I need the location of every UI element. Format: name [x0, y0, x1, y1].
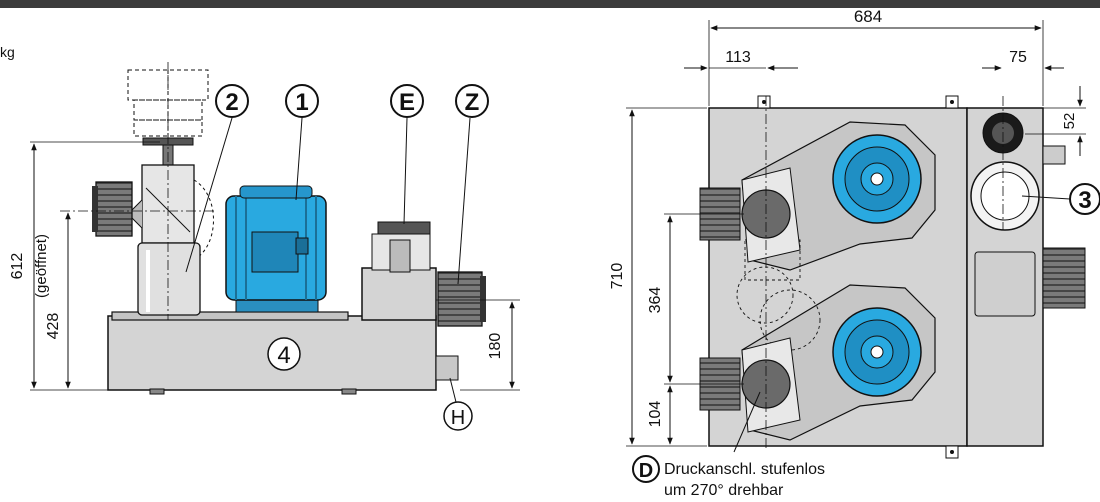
svg-text:E: E — [399, 89, 415, 116]
callout-2: 2 — [215, 84, 249, 118]
side-view — [30, 62, 520, 403]
right-flange — [1042, 247, 1086, 309]
svg-text:2: 2 — [225, 89, 238, 116]
svg-text:1: 1 — [295, 89, 308, 116]
callout-d: D — [632, 455, 660, 483]
dim-612: 612 — [9, 253, 26, 280]
check-valve-cylinder — [137, 242, 201, 316]
top-view — [626, 20, 1086, 459]
top-motor-1 — [832, 134, 922, 224]
callout-h: H — [443, 401, 473, 431]
dim-75: 75 — [1009, 49, 1027, 66]
dim-364: 364 — [647, 287, 664, 314]
dim-428: 428 — [45, 313, 62, 340]
dim-710: 710 — [609, 263, 626, 290]
note-line-1: Druckanschl. stufenlos — [664, 461, 825, 478]
top-motor-2 — [832, 307, 922, 397]
callout-z: Z — [455, 84, 489, 118]
raised-block — [361, 267, 437, 321]
unit-fragment-label: kg — [0, 44, 15, 60]
dim-180: 180 — [487, 333, 504, 360]
callout-e: E — [390, 84, 424, 118]
callout-4: 4 — [267, 337, 301, 371]
svg-text:Z: Z — [465, 89, 480, 116]
dim-684: 684 — [854, 7, 882, 26]
svg-text:D: D — [639, 460, 653, 482]
note-line-2: um 270° drehbar — [664, 482, 784, 499]
dim-52: 52 — [1061, 113, 1078, 130]
base-plate — [111, 311, 349, 321]
dim-113: 113 — [725, 49, 751, 66]
drain-pipe — [435, 355, 459, 381]
svg-text:4: 4 — [277, 342, 290, 369]
side-element-e — [371, 221, 431, 273]
side-motor — [225, 185, 327, 313]
left-connection-flange — [95, 181, 133, 237]
right-connection-flange — [437, 271, 483, 327]
callout-3: 3 — [1069, 183, 1100, 215]
svg-text:H: H — [451, 407, 465, 429]
svg-text:3: 3 — [1078, 187, 1091, 214]
top-frame-bar — [0, 0, 1100, 8]
dim-104: 104 — [647, 401, 664, 428]
dim-opened: (geöffnet) — [33, 234, 50, 298]
callout-1: 1 — [285, 84, 319, 118]
